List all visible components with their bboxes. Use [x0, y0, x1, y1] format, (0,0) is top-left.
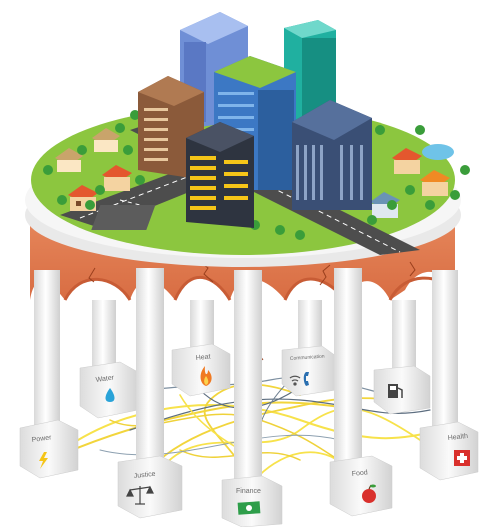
apple-icon — [362, 484, 376, 503]
pillar-label-health: Health — [447, 433, 468, 442]
pillar-label-communication: Communication — [290, 354, 325, 362]
pillar-fuel — [373, 300, 431, 415]
scales-icon — [126, 485, 154, 505]
pillar-label-food: Food — [351, 469, 368, 478]
pillar-label-justice: Justice — [133, 471, 156, 480]
houses-right — [370, 148, 450, 218]
skyscrapers — [138, 12, 372, 228]
pillar-communication: Communication — [281, 300, 337, 397]
pillar-food: Food — [329, 268, 393, 517]
fuel-pump-icon — [388, 384, 403, 398]
pillar-finance: Finance — [221, 270, 283, 527]
pillar-justice: Justice — [117, 268, 183, 519]
pillar-label-finance: Finance — [236, 488, 261, 495]
phone-wifi-icon — [289, 372, 309, 386]
trees — [43, 110, 470, 240]
pillar-water: Water — [79, 300, 139, 419]
banknote-icon — [237, 501, 261, 515]
pillar-label-water: Water — [95, 374, 115, 384]
flame-icon — [200, 366, 212, 386]
pillar-power: Power — [19, 270, 79, 479]
pillar-label-power: Power — [31, 434, 52, 444]
medical-cross-icon — [454, 450, 470, 466]
lightning-icon — [39, 452, 48, 469]
water-drop-icon — [105, 388, 115, 402]
pillar-health: Health — [419, 270, 479, 481]
pillar-label-heat: Heat — [195, 353, 210, 362]
pillar-heat: Heat — [171, 300, 231, 397]
